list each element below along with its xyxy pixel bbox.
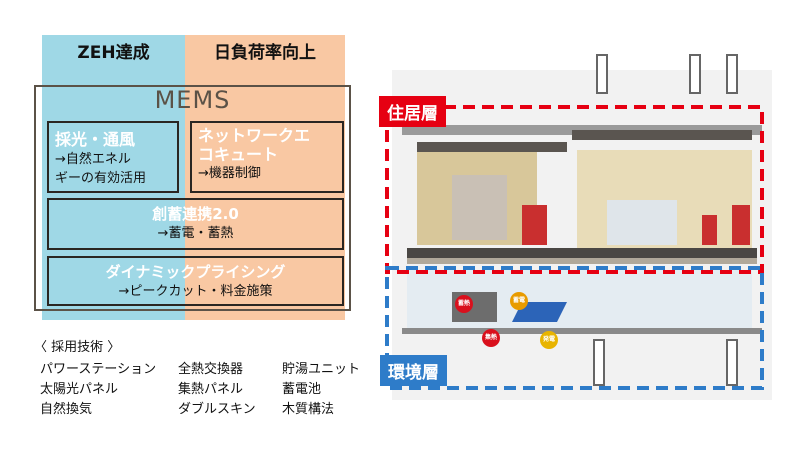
- residential-layer-tag: 住居層: [379, 96, 446, 127]
- tech-item: 貯湯ユニット: [282, 362, 361, 377]
- heat-storage-badge: 蓄熱: [455, 295, 473, 313]
- box-title: 創蓄連携2.0: [152, 205, 239, 223]
- box-text: →蓄電・蓄熱: [157, 226, 234, 241]
- environment-layer-tag: 環境層: [380, 355, 447, 386]
- zeh-column: [42, 35, 185, 320]
- power-generation-badge: 発電: [540, 331, 558, 349]
- box-text: ギーの有効活用: [55, 171, 147, 186]
- tech-item: パワーステーション: [40, 362, 157, 377]
- dynamic-pricing-box: ダイナミックプライシング →ピークカット・料金施策: [47, 256, 344, 306]
- tech-item: 集熱パネル: [178, 382, 244, 397]
- network-ecocute-box: ネットワークエ コキュート →機器制御: [190, 121, 344, 193]
- box-title: コキュート: [198, 145, 279, 164]
- generation-storage-box: 創蓄連携2.0 →蓄電・蓄熱: [47, 198, 344, 250]
- box-text: →機器制御: [198, 166, 261, 181]
- tech-item: 太陽光パネル: [40, 382, 119, 397]
- box-text: →自然エネル: [55, 152, 131, 167]
- tech-heading: 〈 採用技術 〉: [34, 340, 121, 355]
- tech-item: 蓄電池: [282, 382, 322, 397]
- tech-item: 木質構法: [282, 402, 335, 417]
- tech-column-1: パワーステーション 太陽光パネル 自然換気: [40, 360, 156, 420]
- load-factor-column: [185, 35, 345, 320]
- daylight-ventilation-box: 採光・通風 →自然エネル ギーの有効活用: [47, 121, 179, 193]
- power-storage-badge: 蓄電: [510, 292, 528, 310]
- box-text: →ピークカット・料金施策: [118, 284, 273, 299]
- heat-collection-badge: 集熱: [482, 329, 500, 347]
- mems-title: MEMS: [154, 86, 231, 114]
- box-title: ダイナミックプライシング: [105, 263, 286, 281]
- box-title: ネットワークエ: [198, 126, 311, 145]
- box-title: 採光・通風: [55, 130, 136, 149]
- tech-column-2: 全熱交換器 集熱パネル ダブルスキン: [178, 360, 256, 420]
- tech-item: 自然換気: [40, 402, 93, 417]
- tech-item: 全熱交換器: [178, 362, 244, 377]
- zeh-title: ZEH達成: [77, 43, 150, 63]
- mems-frame: [34, 85, 351, 311]
- tech-column-3: 貯湯ユニット 蓄電池 木質構法: [282, 360, 360, 420]
- tech-item: ダブルスキン: [178, 402, 256, 417]
- load-factor-title: 日負荷率向上: [214, 43, 316, 63]
